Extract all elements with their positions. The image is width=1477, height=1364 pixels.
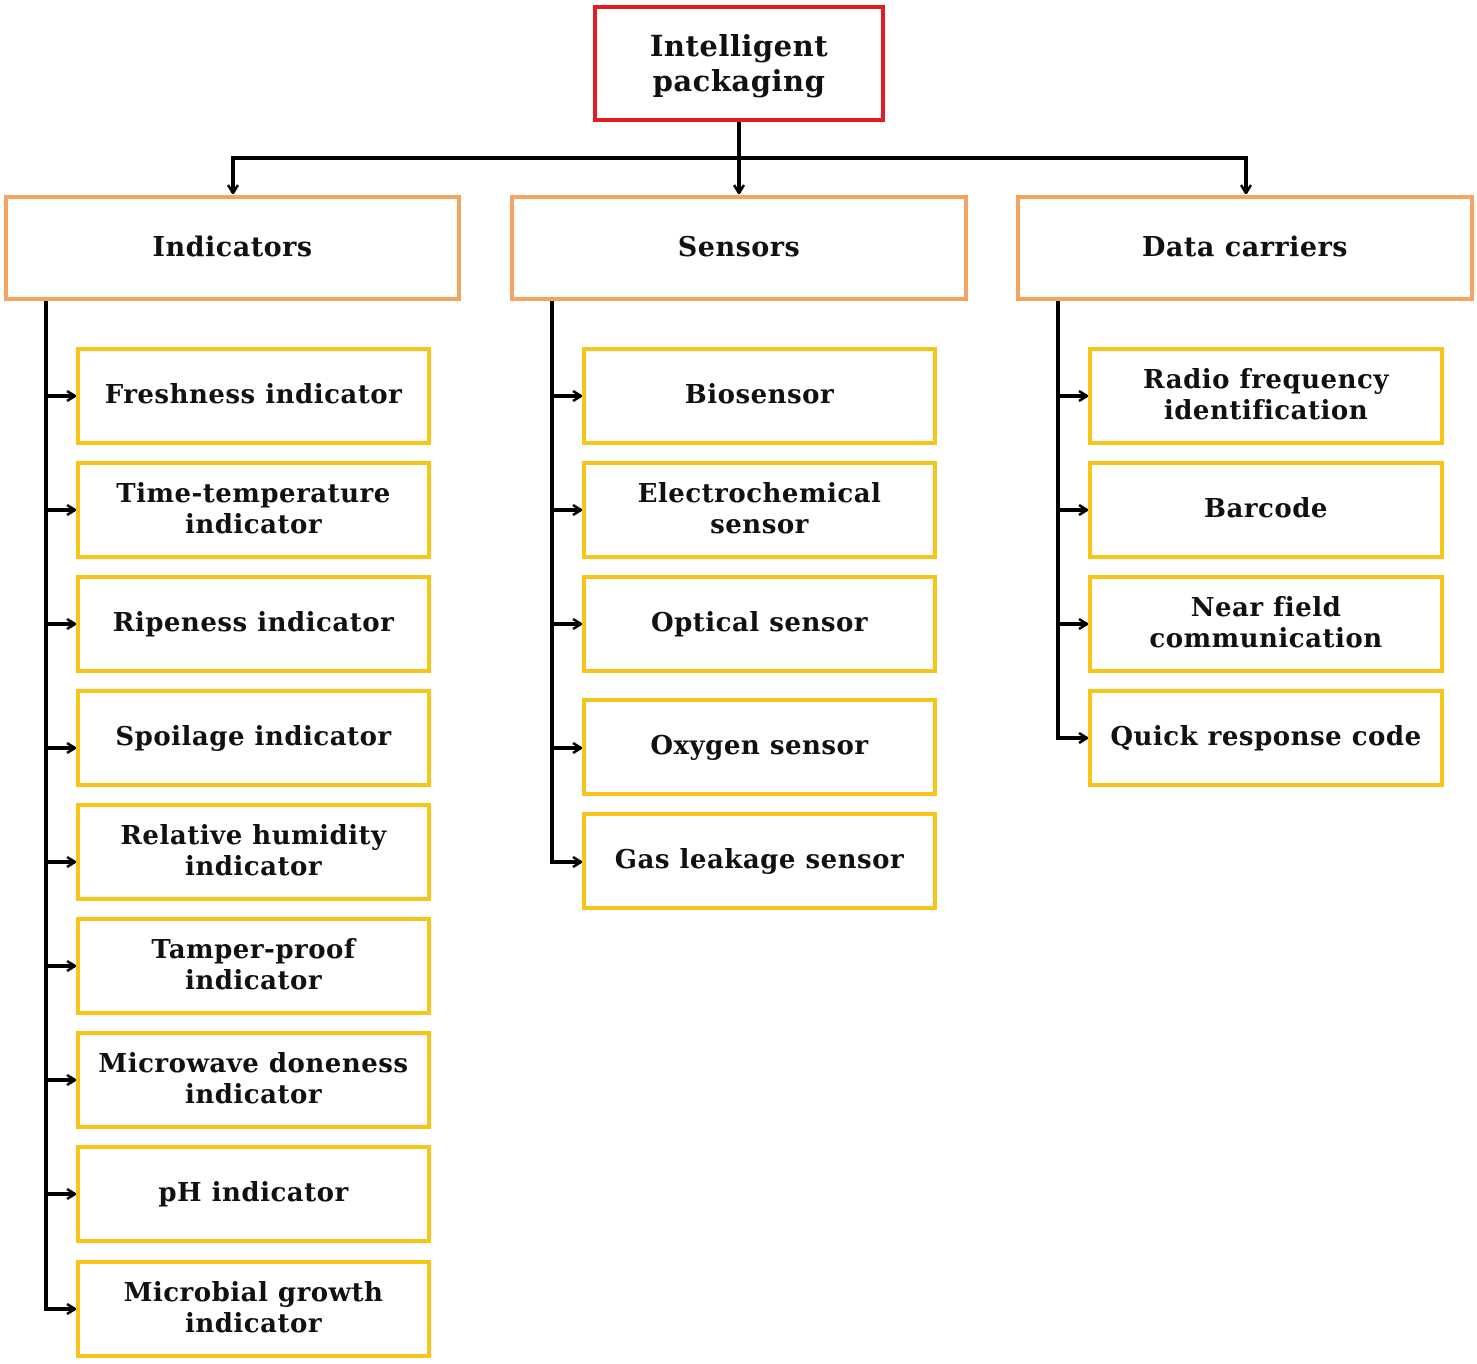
- leaf-microbial-growth-indicator: Microbial growth indicator: [76, 1260, 431, 1358]
- leaf-label: Optical sensor: [650, 608, 869, 639]
- leaf-label: Radio frequency identification: [1143, 364, 1389, 426]
- leaf-optical-sensor: Optical sensor: [582, 575, 937, 673]
- leaf-label: Microbial growth indicator: [123, 1277, 384, 1339]
- leaf-label: Spoilage indicator: [115, 722, 392, 753]
- leaf-label: Electrochemical sensor: [637, 478, 882, 540]
- leaf-ripeness-indicator: Ripeness indicator: [76, 575, 431, 673]
- leaf-oxygen-sensor: Oxygen sensor: [582, 698, 937, 796]
- leaf-label: Microwave doneness indicator: [98, 1048, 409, 1110]
- leaf-radio-frequency-identification: Radio frequency identification: [1088, 347, 1444, 445]
- category-label: Data carriers: [1141, 231, 1349, 263]
- leaf-freshness-indicator: Freshness indicator: [76, 347, 431, 445]
- leaf-label: Freshness indicator: [104, 380, 403, 411]
- leaf-label: Relative humidity indicator: [120, 820, 387, 882]
- leaf-tamper-proof-indicator: Tamper-proof indicator: [76, 917, 431, 1015]
- leaf-relative-humidity-indicator: Relative humidity indicator: [76, 803, 431, 901]
- leaf-biosensor: Biosensor: [582, 347, 937, 445]
- category-label: Indicators: [152, 231, 313, 263]
- root-node-label: Intelligent packaging: [649, 28, 829, 98]
- category-data-carriers: Data carriers: [1016, 195, 1474, 301]
- leaf-quick-response-code: Quick response code: [1088, 689, 1444, 787]
- leaf-barcode: Barcode: [1088, 461, 1444, 559]
- leaf-near-field-communication: Near field communication: [1088, 575, 1444, 673]
- leaf-gas-leakage-sensor: Gas leakage sensor: [582, 812, 937, 910]
- leaf-label: Near field communication: [1149, 592, 1383, 654]
- leaf-label: Tamper-proof indicator: [151, 934, 356, 996]
- leaf-ph-indicator: pH indicator: [76, 1145, 431, 1243]
- category-indicators: Indicators: [4, 195, 461, 301]
- leaf-microwave-doneness-indicator: Microwave doneness indicator: [76, 1031, 431, 1129]
- category-label: Sensors: [677, 231, 801, 263]
- leaf-label: Time-temperature indicator: [116, 478, 391, 540]
- leaf-label: Quick response code: [1110, 722, 1422, 753]
- leaf-label: Biosensor: [684, 380, 835, 411]
- root-node-intelligent-packaging: Intelligent packaging: [593, 5, 885, 122]
- leaf-label: Barcode: [1204, 494, 1328, 525]
- leaf-time-temperature-indicator: Time-temperature indicator: [76, 461, 431, 559]
- leaf-label: Gas leakage sensor: [614, 845, 905, 876]
- leaf-spoilage-indicator: Spoilage indicator: [76, 689, 431, 787]
- leaf-label: pH indicator: [158, 1178, 349, 1209]
- leaf-label: Oxygen sensor: [650, 731, 869, 762]
- leaf-label: Ripeness indicator: [112, 608, 395, 639]
- leaf-electrochemical-sensor: Electrochemical sensor: [582, 461, 937, 559]
- category-sensors: Sensors: [510, 195, 968, 301]
